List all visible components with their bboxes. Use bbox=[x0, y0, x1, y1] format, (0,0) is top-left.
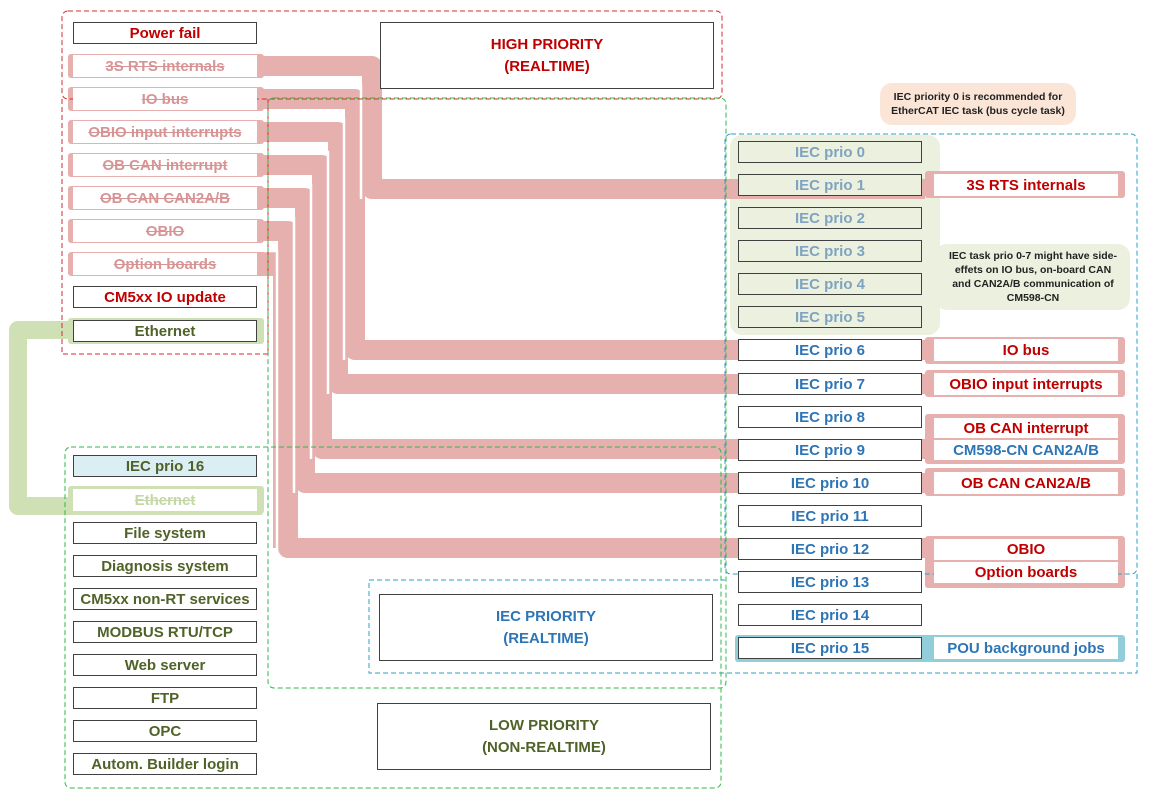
iec-prio-12: IEC prio 12 bbox=[738, 538, 922, 560]
label-3s-rts-internals: 3S RTS internals bbox=[934, 174, 1118, 196]
task-ethernet-low: Ethernet bbox=[73, 489, 257, 511]
iec-prio-4: IEC prio 4 bbox=[738, 273, 922, 295]
high-priority-frame bbox=[61, 10, 723, 100]
label-ob-can-can2ab: OB CAN CAN2A/B bbox=[934, 472, 1118, 494]
note-sideeffects-line1: IEC task prio 0-7 might have side- bbox=[948, 250, 1118, 262]
iec-prio-2: IEC prio 2 bbox=[738, 207, 922, 229]
iec-prio-9: IEC prio 9 bbox=[738, 439, 922, 461]
high-priority-title-line1: HIGH PRIORITY bbox=[490, 35, 604, 53]
task-iec-prio-16: IEC prio 16 bbox=[73, 455, 257, 477]
iec-priority-title-line2: (REALTIME) bbox=[503, 629, 589, 647]
note-bubble-sideeffects-tail bbox=[935, 244, 1130, 310]
low-priority-title-line1: LOW PRIORITY bbox=[489, 716, 599, 734]
task-cm5xx-io-update: CM5xx IO update bbox=[73, 286, 257, 308]
task-obio-input-interrupts: OBIO input interrupts bbox=[73, 121, 257, 143]
task-ethernet-high: Ethernet bbox=[73, 320, 257, 342]
task-ftp: FTP bbox=[73, 687, 257, 709]
low-priority-frame bbox=[64, 446, 722, 789]
iec-prio-14: IEC prio 14 bbox=[738, 604, 922, 626]
task-web-server: Web server bbox=[73, 654, 257, 676]
iec-prio-8: IEC prio 8 bbox=[738, 406, 922, 428]
low-priority-title-line2: (NON-REALTIME) bbox=[482, 738, 606, 756]
label-cm598-can2ab: CM598-CN CAN2A/B bbox=[934, 440, 1118, 460]
note-bubble-prio0 bbox=[880, 83, 1076, 125]
low-priority-title: LOW PRIORITY (NON-REALTIME) bbox=[377, 703, 711, 770]
iec-prio-10: IEC prio 10 bbox=[738, 472, 922, 494]
label-pou-background-jobs: POU background jobs bbox=[934, 637, 1118, 659]
red-connectors bbox=[262, 56, 925, 558]
iec-priority-title: IEC PRIORITY (REALTIME) bbox=[379, 594, 713, 661]
task-option-boards: Option boards bbox=[73, 253, 257, 275]
note-prio0-line2: EtherCAT IEC task (bus cycle task) bbox=[891, 105, 1065, 117]
task-ob-can-can2ab: OB CAN CAN2A/B bbox=[73, 187, 257, 209]
iec-priority-title-line1: IEC PRIORITY bbox=[495, 607, 596, 625]
task-power-fail: Power fail bbox=[73, 22, 257, 44]
iec-prio-15: IEC prio 15 bbox=[738, 637, 922, 659]
iec-prio-7: IEC prio 7 bbox=[738, 373, 922, 395]
iec-prio-11: IEC prio 11 bbox=[738, 505, 922, 527]
label-obio-input-interrupts: OBIO input interrupts bbox=[934, 373, 1118, 395]
iec-prio-5: IEC prio 5 bbox=[738, 306, 922, 328]
task-3s-rts-internals: 3S RTS internals bbox=[73, 55, 257, 77]
high-priority-title: HIGH PRIORITY (REALTIME) bbox=[380, 22, 714, 89]
iec-prio-6: IEC prio 6 bbox=[738, 339, 922, 361]
green-connector bbox=[9, 321, 262, 515]
iec-prio-13: IEC prio 13 bbox=[738, 571, 922, 593]
note-prio0: IEC priority 0 is recommended for EtherC… bbox=[882, 90, 1074, 118]
task-obio: OBIO bbox=[73, 220, 257, 242]
label-io-bus: IO bus bbox=[934, 339, 1118, 361]
iec-prio-3: IEC prio 3 bbox=[738, 240, 922, 262]
note-sideeffects: IEC task prio 0-7 might have side- effet… bbox=[940, 249, 1126, 305]
task-opc: OPC bbox=[73, 720, 257, 742]
note-prio0-line1: IEC priority 0 is recommended for bbox=[893, 91, 1063, 103]
iec-prio-0: IEC prio 0 bbox=[738, 141, 922, 163]
task-file-system: File system bbox=[73, 522, 257, 544]
note-sideeffects-line4: CM598-CN bbox=[1006, 292, 1060, 304]
task-automation-builder-login: Autom. Builder login bbox=[73, 753, 257, 775]
label-ob-can-interrupt: OB CAN interrupt bbox=[934, 418, 1118, 438]
note-sideeffects-line3: and CAN2A/B communication of bbox=[952, 278, 1114, 290]
task-cm5xx-non-rt: CM5xx non-RT services bbox=[73, 588, 257, 610]
task-diagnosis-system: Diagnosis system bbox=[73, 555, 257, 577]
task-modbus: MODBUS RTU/TCP bbox=[73, 621, 257, 643]
iec-priority-frame bbox=[267, 97, 727, 689]
high-priority-title-line2: (REALTIME) bbox=[504, 57, 590, 75]
label-obio: OBIO bbox=[934, 539, 1118, 560]
task-ob-can-interrupt: OB CAN interrupt bbox=[73, 154, 257, 176]
iec-prio-1: IEC prio 1 bbox=[738, 174, 922, 196]
task-io-bus: IO bus bbox=[73, 88, 257, 110]
note-bubble-sideeffects bbox=[730, 135, 940, 335]
note-sideeffects-line2: effets on IO bus, on-board CAN bbox=[954, 264, 1112, 276]
label-option-boards: Option boards bbox=[934, 562, 1118, 583]
iec-priority-frame-blue bbox=[724, 133, 1138, 575]
iec-priority-frame-blue-ext bbox=[368, 574, 1138, 674]
